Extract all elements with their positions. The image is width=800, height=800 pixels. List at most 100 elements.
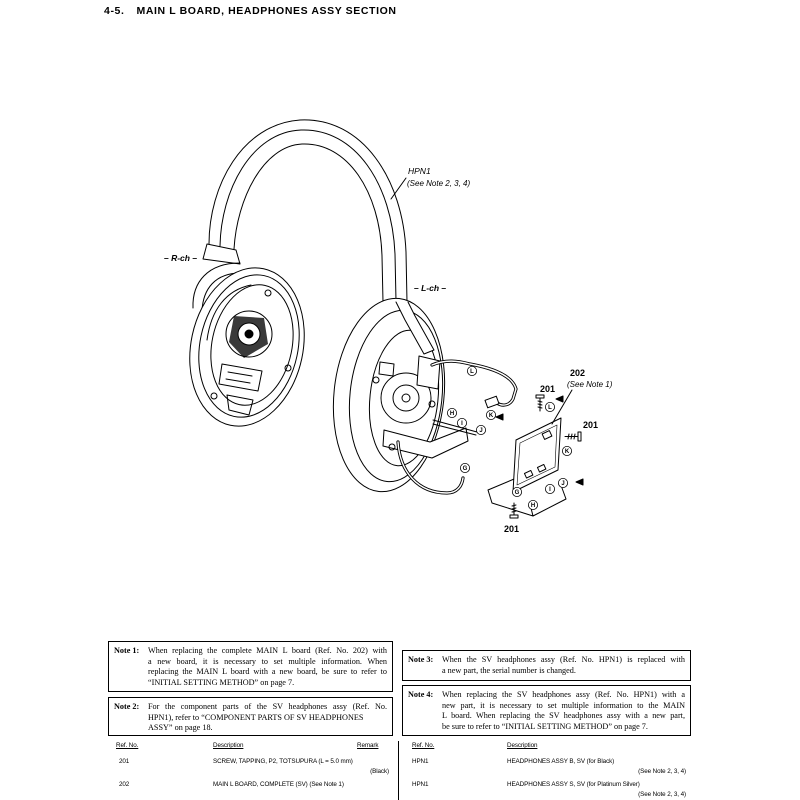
note-line: ASSY” on page 18. (148, 723, 213, 733)
l-ch-chip (378, 361, 395, 377)
part-description: SCREW, TAPPING, P2, TOTSUPURA (L = 5.0 m… (213, 758, 353, 765)
l-ch-driver (380, 372, 432, 424)
screw-201-right (564, 431, 582, 442)
headband-left-end (202, 243, 241, 265)
r-ch-screw-post (264, 289, 272, 297)
headband-outer-edge (208, 119, 408, 303)
connector-mark-circle (475, 424, 486, 435)
note-line: When replacing the complete MAIN L board… (148, 646, 387, 655)
connector-marks (446, 365, 573, 510)
connector-mark-j: J (479, 428, 482, 434)
connector-mark-letters: L K H I J G L K G H I J (450, 369, 570, 509)
r-ch-label: – R-ch – (164, 253, 197, 263)
l-ch-label: – L-ch – (414, 283, 446, 293)
board-connector (536, 463, 547, 473)
hpn1-note-label: (See Note 2, 3, 4) (407, 179, 470, 188)
connector-mark-circle (545, 401, 556, 412)
connector-mark-circle (485, 409, 496, 420)
connector-mark-circle (456, 417, 467, 428)
l-ch-cable-core (431, 360, 517, 406)
note-line: new part, it is necessary to set multipl… (442, 700, 685, 710)
screw-201-top (535, 394, 545, 412)
headband-middle-edge (219, 129, 397, 302)
main-l-board (512, 417, 562, 493)
note-line: be sure to refer to “INITIAL SETTING MET… (442, 722, 648, 732)
board-202-leader-line (551, 389, 573, 425)
note-line: replacing the MAIN L board with a new bo… (148, 667, 387, 677)
r-ch-driver-center (244, 329, 254, 339)
headband-inner-edge (233, 143, 384, 303)
r-ch-opening (210, 284, 294, 406)
flat-cable (432, 419, 478, 436)
r-ch-earcup (189, 262, 305, 427)
r-ch-inner-contour (206, 284, 252, 341)
note-label: Note 3: (408, 655, 434, 664)
r-ch-inner-rim (198, 274, 300, 418)
section-heading: 4-5.MAIN L BOARD, HEADPHONES ASSY SECTIO… (104, 5, 397, 17)
note-text: When replacing the complete MAIN L board… (148, 646, 387, 689)
exploded-view-diagram: L K H I J G L K G H I J HPN1 (See Note 2… (164, 119, 613, 534)
note-label: Note 4: (408, 690, 434, 699)
parts-list-divider (398, 741, 399, 800)
r-ch-bracket (226, 394, 254, 416)
connector-mark-circle (512, 486, 523, 497)
connector-mark-circle (528, 499, 539, 510)
note-text: When the SV headphones assy (Ref. No. HP… (442, 655, 685, 678)
l-ch-driver-cap (392, 384, 420, 412)
connector-mark-circle (558, 477, 569, 488)
part-ref-no: 202 (119, 781, 130, 788)
r-ch-screw-post (284, 364, 292, 372)
connector-mark-circle (562, 445, 573, 456)
parts-header-ref-no: Ref. No. (412, 742, 435, 749)
part-remark: (Black) (370, 768, 389, 775)
note-line: HPN1), refer to “COMPONENT PARTS OF SV H… (148, 712, 364, 722)
r-ch-driver (225, 310, 273, 358)
connector-mark-l: L (470, 369, 474, 375)
l-ch-outer-shell (332, 297, 446, 493)
connector-mark-g: G (515, 490, 520, 496)
note-2-box: Note 2: For the component parts of the S… (108, 697, 393, 736)
parts-header-remark: Remark (357, 742, 379, 749)
note-text: For the component parts of the SV headph… (148, 702, 387, 733)
r-ch-board-detail (225, 371, 253, 384)
note-label: Note 1: (114, 646, 140, 655)
connector-mark-k: K (565, 449, 570, 455)
screw-201-ref-label: 201 (540, 384, 555, 394)
note-line: For the component parts of the SV headph… (148, 702, 387, 711)
cables (396, 359, 518, 495)
board-202-note-label: (See Note 1) (567, 380, 613, 389)
parts-header-ref-no: Ref. No. (116, 742, 139, 749)
l-ch-bracket (382, 427, 469, 459)
arrow-head (495, 413, 504, 421)
note-line: When replacing the SV headphones assy (R… (442, 690, 685, 699)
arrow-head (575, 478, 584, 486)
screw-201-ref-label: 201 (504, 524, 519, 534)
note-line: a new part, the serial number is changed… (442, 665, 576, 675)
connector-mark-i: I (461, 421, 463, 427)
parts-header-description: Description (507, 742, 538, 749)
connector-mark-h: H (450, 411, 454, 417)
part-ref-no: HPN1 (412, 781, 429, 788)
screw-shank (511, 502, 517, 516)
r-ch-board (218, 363, 263, 392)
main-l-board-assembly (487, 417, 567, 517)
connector-mark-circle (459, 462, 470, 473)
part-description: HEADPHONES ASSY B, SV (for Black) (507, 758, 615, 765)
main-l-board-edge (516, 424, 558, 486)
note-label: Note 2: (114, 702, 140, 711)
screw-shank (564, 433, 579, 440)
hpn1-ref-label: HPN1 (408, 166, 431, 176)
connector-mark-i: I (549, 487, 551, 493)
note-text: When replacing the SV headphones assy (R… (442, 690, 685, 733)
connector-mark-l: L (548, 405, 552, 411)
note-line: a new board, it is necessary to set mult… (148, 656, 387, 666)
cable-connector (484, 395, 500, 409)
reference-labels: HPN1 (See Note 2, 3, 4) – R-ch – – L-ch … (164, 166, 613, 534)
part-ref-no: 201 (119, 758, 130, 765)
note-line: “INITIAL SETTING METHOD” on page 7. (148, 678, 295, 688)
connector-mark-j: J (561, 481, 564, 487)
part-ref-no: HPN1 (412, 758, 429, 765)
hpn1-leader-line (390, 177, 407, 200)
note-1-box: Note 1: When replacing the complete MAIN… (108, 641, 393, 692)
l-ch-screw-post (372, 376, 380, 384)
